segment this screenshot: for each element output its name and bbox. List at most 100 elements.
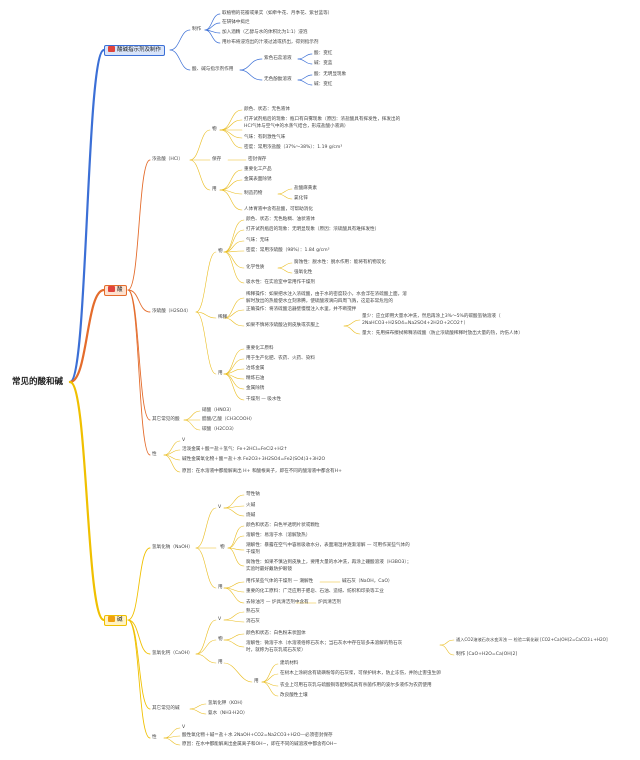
node-make: 制作 — [192, 27, 202, 32]
topic-acid[interactable]: 酸 — [104, 285, 127, 296]
node-acid-v: V — [182, 438, 186, 443]
leaf: 颜色、状态：无色液体 — [244, 107, 290, 112]
node-caoh2-v: V — [218, 617, 222, 622]
node-acid-summary: 性 — [152, 452, 157, 457]
node-phenol-acid: 酸：无明显现象 — [314, 72, 347, 77]
leaf: 解时放出的热能使水立刻沸腾，使硫酸液滴向四周飞溅，这是非常危险的 — [246, 299, 394, 304]
leaf: 密度：常用浓硫酸（98%）：1.84 g/cm³ — [246, 248, 330, 253]
leaf: 农业上可用石灰乳与硫酸铜等配制成具有杀菌作用的波尔多液作为农药使用 — [280, 683, 432, 688]
leaf: 醋酸/乙酸（CH3COOH） — [202, 417, 255, 422]
leaf: 制作 [CaO+H2O=Ca(OH)2] — [456, 652, 518, 657]
leaf: 重要化工原料 — [246, 346, 274, 351]
leaf: 火碱 — [246, 503, 256, 508]
topic-base[interactable]: 碱 — [104, 615, 127, 626]
node-h2so4-use: 用 — [218, 371, 223, 376]
node-litmus: 紫色石蕊溶液 — [264, 56, 292, 61]
leaf: 溶解性：微溶于水（水溶液俗称石灰水；当石灰水中存在较多未溶解的熟石灰 — [246, 641, 403, 646]
node-litmus-base: 碱：变蓝 — [314, 61, 333, 66]
leaf: 活泼金属＋酸＝盐＋氢气：Fe+2HCl=FeCl2+H2↑ — [182, 447, 288, 452]
node-caoh2-phys: 物 — [218, 637, 223, 642]
leaf: 2NaHCO3+H2SO4=Na2SO4+2H2O+2CO2↑） — [362, 321, 469, 326]
node-make-step: 取植物的花瓣或果实（如牵牛花、月季花、紫甘蓝等） — [222, 11, 333, 16]
topic-base-label: 碱 — [117, 617, 123, 623]
leaf: 重要的化工原料：广泛应用于肥皂、石油、造纸、纺织和印染等工业 — [246, 589, 384, 594]
pencil-icon — [108, 616, 115, 622]
node-effect: 酸、碱与指示剂作用 — [192, 67, 234, 72]
leaf: 干燥剂 — 吸水性 — [246, 397, 282, 402]
topic-indicator-label: 酸碱指示剂及制作 — [117, 47, 162, 53]
leaf: 时，就称为石灰乳或石灰浆） — [246, 648, 306, 653]
leaf: 干燥剂 — [246, 550, 260, 555]
leaf: 人体胃液中含有盐酸，可帮助消化 — [244, 207, 313, 212]
node-h2so4: 浓硫酸（H2SO4） — [152, 309, 191, 314]
leaf: 打开试剂瓶后的现象：瓶口有白雾现象（原因：浓盐酸具有挥发性，挥发出的 — [244, 117, 401, 122]
node-h2so4-phys: 物 — [218, 249, 223, 254]
node-make-step: 用纱布将浸泡出的汁液过滤或挤出，得到指示剂 — [222, 40, 319, 45]
leaf: 通入CO2溶液石灰水变浑浊 — 检验二氧化碳 [CO2+Ca(OH)2=CaCO… — [456, 637, 608, 642]
node-caoh2: 氢氧化钙（CaOH） — [152, 651, 193, 656]
book-icon — [108, 46, 115, 52]
node-base-others: 其它常见的碱 — [152, 706, 180, 711]
leaf: 量少：应立即用大量水冲洗，然后再涂上3%～5%的碳酸氢钠溶液（ — [362, 314, 501, 319]
node-make-step: 在研钵中捣烂 — [222, 20, 250, 25]
leaf: 量大：先用抹布擦拭稀释浓硫酸（防止浓硫酸稀释时放出大量的热，灼伤人体） — [362, 331, 523, 336]
node-hcl-use: 用 — [212, 187, 217, 192]
leaf: 重要化工产品 — [244, 167, 272, 172]
leaf: 建筑材料 — [280, 661, 299, 666]
node-hcl-phys: 物 — [212, 127, 217, 132]
leaf: 冶炼金属 — [246, 366, 265, 371]
root-topic: 常见的酸和碱 — [12, 377, 64, 387]
node-acid-others: 其它常见的酸 — [152, 417, 180, 422]
node-base-v: V — [182, 725, 186, 730]
leaf: 在树木上涂刷含有硫磺粉等的石灰浆，可保护树木，防止冻伤，并防止害虫生卵 — [280, 671, 441, 676]
leaf: 正确操作：将浓硫酸沿器壁慢慢注入水里，并不断搅拌 — [246, 307, 357, 312]
leaf: 原因：在水溶液中都能解离出 H+ 和酸根离子，即在不同的酸溶液中都含有H+ — [182, 469, 342, 474]
leaf: 密度：常用浓盐酸（37%～38%）：1.19 g/cm³ — [244, 145, 343, 150]
leaf: 用于生产化肥、农药、火药、染料 — [246, 356, 315, 361]
leaf: 消石灰 — [246, 619, 260, 624]
leaf: 颜色和状态：白色粉末状固体 — [246, 631, 306, 636]
node-hcl-store: 保存 — [212, 157, 222, 162]
leaf: 原因：在水中都能解离出金属离子和OH−，即在不同的碱溶液中都含有OH− — [182, 742, 338, 747]
leaf: 精炼石油 — [246, 376, 265, 381]
node-h2so4-dilute: 稀释 — [218, 315, 228, 320]
node-make-step: 加入酒精（乙醇与水的体积比为1:1）浸泡 — [222, 30, 308, 35]
leaf: 烧碱 — [246, 513, 256, 518]
node-caoh2-use: 用 — [218, 660, 223, 665]
leaf: 腐蚀性：脱水性：脱水作用：能将有机物炭化 — [294, 260, 386, 265]
leaf: HCl气体与空气中的水蒸气结合，形成盐酸小液滴） — [244, 124, 349, 129]
leaf: 颜色、状态：无色粘稠、油状液体 — [246, 217, 315, 222]
flask-icon — [108, 286, 115, 292]
node-h2so4-chem: 化学性质 — [246, 265, 265, 270]
leaf: 强氧化性 — [294, 270, 313, 275]
topic-indicator[interactable]: 酸碱指示剂及制作 — [104, 45, 166, 56]
leaf: 气味：无味 — [246, 238, 269, 243]
leaf: 颜色和状态：白色半透明片状或颗粒 — [246, 523, 320, 528]
leaf: 去除油污 — 炉具清洁剂中含有 — [246, 600, 309, 605]
leaf: 碱性金属氧化物＋酸＝盐＋水 Fe2O3+3H2SO4=Fe2(SO4)3+3H2… — [182, 457, 326, 462]
leaf: 气味：有刺激性气味 — [244, 135, 286, 140]
node-base-summary: 性 — [152, 735, 157, 740]
leaf: 氢氧化钾（KOH） — [208, 701, 246, 706]
node-naoh-v: V — [218, 505, 222, 510]
node-phenol-base: 碱：变红 — [314, 82, 333, 87]
leaf: 腐蚀性：如果不慎沾到皮肤上，要用大量的水冲洗，再涂上硼酸溶液（H3BO3）； — [246, 560, 412, 565]
leaf: 吸水性：在实验室中常用作干燥剂 — [246, 280, 315, 285]
node-naoh: 氢氧化钠（NaOH） — [152, 545, 193, 550]
leaf: 潮解性：暴露在空气中容易吸收水分，表面潮湿并逐渐溶解 — 可用作某些气体的 — [246, 543, 410, 548]
node-accident: 如果不慎将浓硫酸沾到皮肤或衣服上 — [246, 323, 320, 328]
leaf: 打开试剂瓶后的现象：无明显现象（原因：浓硫酸具有难挥发性） — [246, 227, 380, 232]
node-litmus-acid: 酸：变红 — [314, 51, 333, 56]
leaf: 盐酸麻黄素 — [294, 186, 317, 191]
leaf: 溶解性：易溶于水（溶解放热） — [246, 533, 311, 538]
leaf: 金属除锈 — [246, 386, 265, 391]
leaf: 氨水（NH3·H2O） — [208, 711, 248, 716]
node-phenol: 无色酚酞溶液 — [264, 77, 292, 82]
leaf: 改良酸性土壤 — [280, 693, 308, 698]
node-naoh-phys: 物 — [220, 545, 225, 550]
leaf: 熟石灰 — [246, 609, 260, 614]
leaf: 硝酸（HNO3） — [202, 408, 234, 413]
leaf: 碱石灰（NaOH，CaO） — [342, 579, 393, 584]
leaf: 实验时最好戴防护眼镜 — [246, 567, 292, 572]
